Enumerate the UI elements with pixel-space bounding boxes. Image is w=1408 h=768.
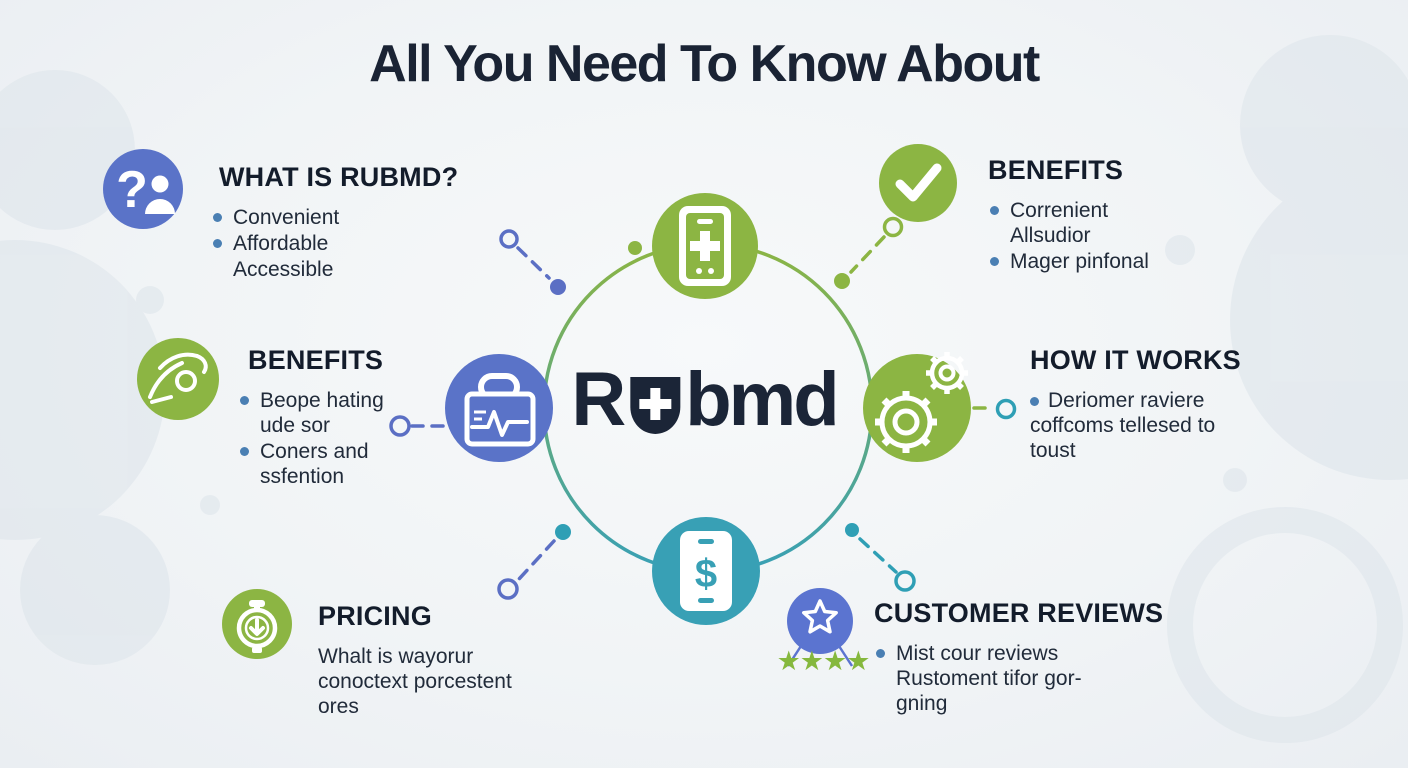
shield-cross-icon — [628, 374, 682, 436]
section-icon-benefits-right — [879, 144, 957, 222]
section-what-is: WHAT IS RUBMD? Convenient Affordable Acc… — [213, 162, 499, 282]
logo-text-prefix: R — [571, 357, 626, 442]
brand-logo: R bmd — [571, 357, 839, 442]
list-item: Deriomer raviere coffcoms tellesed to to… — [1030, 388, 1300, 463]
rating-stars: ★★★★ — [776, 646, 871, 676]
section-icon-pricing — [222, 589, 292, 659]
section-pricing: PRICING Whalt is wayorur conoctext porce… — [318, 601, 608, 719]
section-heading: BENEFITS — [248, 345, 384, 375]
section-heading: WHAT IS RUBMD? — [219, 162, 459, 192]
connector-top-left — [499, 229, 566, 295]
logo-text-suffix: bmd — [685, 357, 839, 442]
page-title: All You Need To Know About — [369, 35, 1040, 93]
section-icon-benefits-left — [137, 338, 219, 420]
section-heading: BENEFITS — [988, 155, 1124, 185]
section-body: Whalt is wayorur conoctext porcestent or… — [318, 644, 512, 718]
question-person-icon: ? — [116, 161, 175, 219]
gears-icon — [875, 352, 968, 453]
hub-node-top — [652, 193, 758, 299]
hub-node-left — [445, 354, 553, 462]
phone-medical-icon — [679, 206, 731, 286]
massage-hand-icon — [148, 352, 208, 404]
list-item: Correnient Allsudior — [984, 198, 1248, 248]
connector-left — [389, 415, 448, 437]
star-badge-icon — [802, 599, 838, 634]
section-customer-reviews: CUSTOMER REVIEWS Mist cour reviews Rusto… — [874, 598, 1204, 716]
checkmark-icon — [895, 163, 942, 202]
section-benefits-right: BENEFITS Correnient Allsudior Mager pinf… — [988, 155, 1248, 274]
section-how-it-works: HOW IT WORKS Deriomer raviere coffcoms t… — [1030, 345, 1300, 463]
section-icon-what-is: ? — [103, 149, 183, 229]
list-item: Affordable — [207, 231, 499, 256]
hub-node-right — [863, 352, 971, 462]
section-heading: PRICING — [318, 601, 432, 631]
list-item: Beope hating ude sor — [234, 388, 478, 438]
list-item: Accessible — [233, 257, 334, 281]
list-item: Mager pinfonal — [984, 249, 1248, 274]
section-heading: CUSTOMER REVIEWS — [874, 598, 1164, 628]
connector-bottom-left — [497, 524, 571, 600]
hub-node-bottom: $ — [652, 517, 760, 625]
section-benefits-left: BENEFITS Beope hating ude sor Coners and… — [240, 345, 478, 489]
list-item: Coners and ssfention — [234, 439, 478, 489]
medical-kit-icon — [464, 373, 536, 447]
connector-right — [972, 398, 1017, 420]
list-item: Mist cour reviews Rustoment tifor gor- g… — [870, 641, 1204, 716]
list-item: Convenient — [207, 205, 499, 230]
section-icon-customer-reviews — [786, 588, 854, 667]
phone-payment-icon: $ — [680, 531, 732, 611]
ring-dot — [628, 241, 642, 255]
section-heading: HOW IT WORKS — [1030, 345, 1241, 375]
svg-text:$: $ — [695, 552, 717, 596]
connector-top-right — [834, 216, 904, 289]
background-texture — [0, 35, 1408, 743]
connector-bottom-right — [845, 523, 916, 592]
svg-text:?: ? — [116, 161, 148, 219]
stopwatch-icon — [236, 600, 278, 653]
